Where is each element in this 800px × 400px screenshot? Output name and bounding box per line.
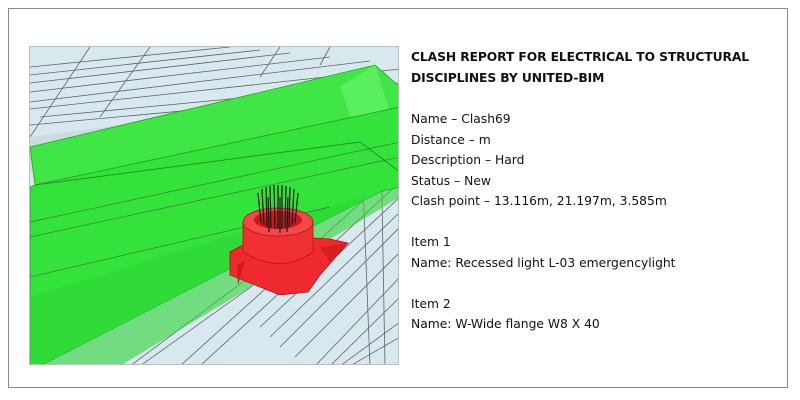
spacer [411,212,791,233]
recessed-light-fixture[interactable] [229,207,349,296]
clash-report-panel: CLASH REPORT FOR ELECTRICAL TO STRUCTURA… [411,47,791,335]
clash-3d-scene [30,47,398,364]
clash-distance: Distance – m [411,132,491,147]
clash-status: Status – New [411,173,491,188]
spacer [411,273,791,294]
item2-name: Name: W-Wide flange W8 X 40 [411,317,600,331]
clash-name: Name – Clash69 [411,112,511,126]
fixture-wires [257,184,299,233]
item1-name: Name: Recessed light L-03 emergencylight [411,255,676,270]
report-card: CLASH REPORT FOR ELECTRICAL TO STRUCTURA… [8,8,788,388]
item2-heading: Item 2 [411,296,451,311]
clash-description: Description – Hard [411,153,525,167]
report-title: CLASH REPORT FOR ELECTRICAL TO STRUCTURA… [411,50,750,85]
clash-point: Clash point – 13.116m, 21.197m, 3.585m [411,194,667,208]
clash-3d-viewport[interactable] [29,46,399,365]
item1-heading: Item 1 [411,235,451,249]
